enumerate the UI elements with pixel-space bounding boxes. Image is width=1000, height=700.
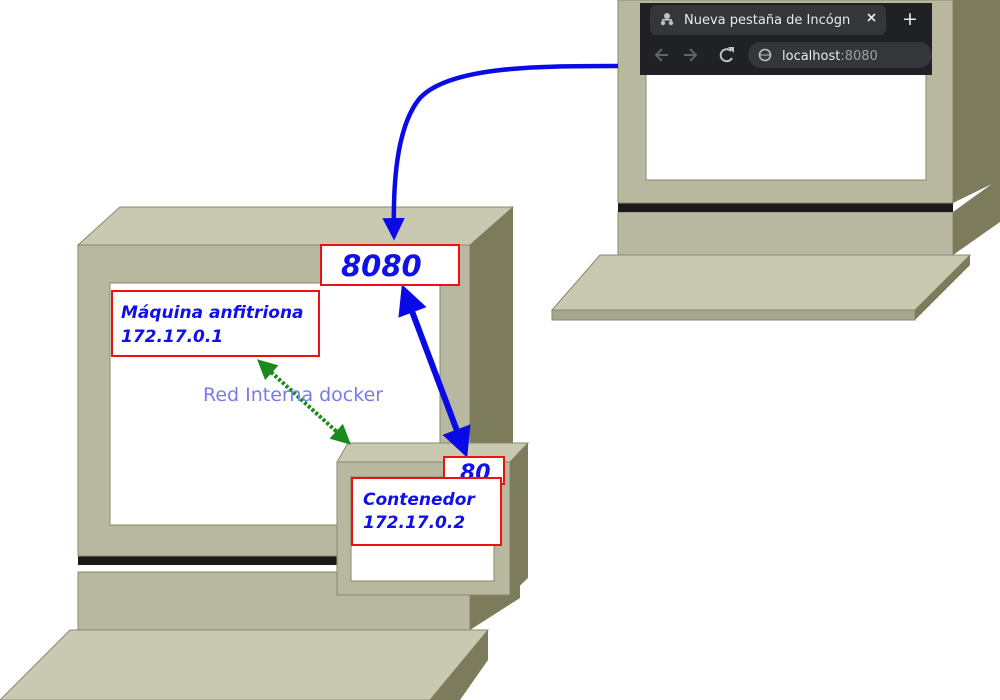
site-info-icon[interactable] [758,48,772,62]
client-base-side [953,178,1000,255]
client-keyboard-side [915,255,970,320]
host-slot [78,556,470,565]
container-side [510,443,528,595]
docker-network-label: Red Interna docker [203,384,383,406]
host-name-label: Máquina anfitriona [121,303,304,323]
client-slot [618,203,953,212]
client-keyboard-front [551,309,916,321]
host-ip-label: 172.17.0.1 [121,327,223,347]
browser-to-host-arrow [382,63,619,241]
container-label-box: Contenedor 172.17.0.2 [351,477,502,546]
host-container-port-arrow [398,284,471,458]
svg-text:localhost:8080: localhost:8080 [782,49,878,64]
browser-tab-title: Nueva pestaña de Incógn [684,13,850,28]
host-keyboard-side [430,630,488,700]
url-host: localhost [782,49,840,64]
client-monitor-side [953,0,1000,203]
host-keyboard-top [0,629,490,700]
forward-icon[interactable] [684,48,698,62]
host-port-label: 8080 [341,249,422,283]
host-label-box: Máquina anfitriona 172.17.0.1 [111,290,320,357]
client-base-front [617,211,954,256]
incognito-icon [660,13,674,26]
address-bar[interactable] [748,42,932,68]
container-name-label: Contenedor [363,490,476,510]
url-port: :8080 [840,49,877,64]
close-icon[interactable] [867,13,876,22]
host-port-box: 8080 [320,244,460,286]
browser-window: Nueva pestaña de Incógn + localhost:8080 [640,3,932,75]
host-monitor-top [76,206,515,246]
back-icon[interactable] [654,48,668,62]
client-keyboard-top [550,254,972,311]
reload-icon[interactable] [719,47,734,63]
new-tab-button[interactable]: + [902,8,918,30]
container-ip-label: 172.17.0.2 [363,513,465,533]
browser-tab[interactable] [650,5,886,35]
